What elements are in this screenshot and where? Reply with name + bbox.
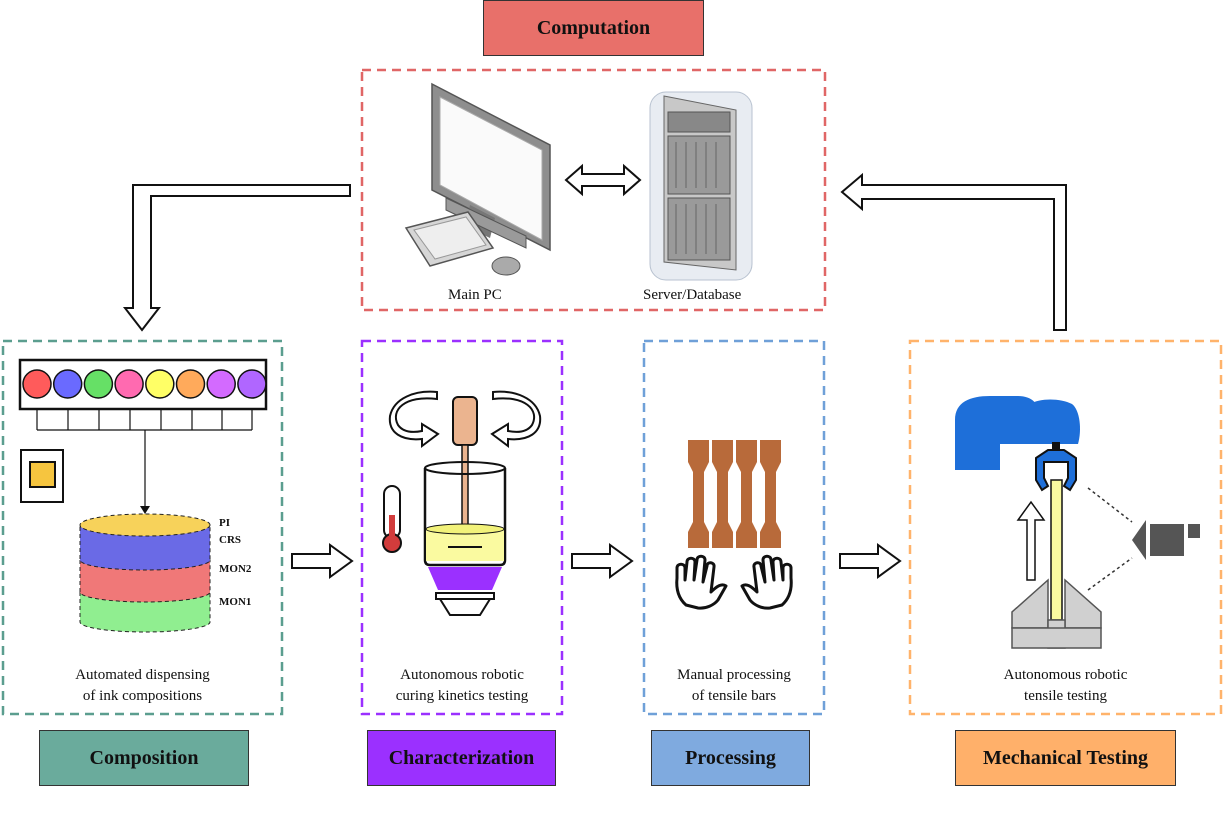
processing-frame	[642, 339, 826, 716]
rotation-arrows-icon	[388, 390, 542, 448]
detector-icon	[435, 592, 495, 616]
layer-label-mon1: MON1	[219, 596, 252, 608]
pull-arrow-icon	[1016, 500, 1046, 581]
processing-caption-line1: Manual processing	[677, 667, 791, 683]
mechanical-caption-line2: tensile testing	[1024, 688, 1107, 704]
stirrer-motor	[452, 396, 478, 446]
beaker-icon	[423, 461, 507, 567]
ink-dot	[237, 369, 267, 399]
uv-light-icon	[428, 567, 502, 590]
ink-dot	[114, 369, 144, 399]
flow-arrow-processing-to-mechanical	[839, 543, 902, 579]
dispense-control-square	[29, 461, 56, 488]
computation-frame	[360, 68, 827, 312]
computation-label: Computation	[483, 0, 704, 56]
mechanical-caption: Autonomous robotic tensile testing	[950, 665, 1181, 707]
computer-icon	[404, 82, 551, 276]
mechanical-testing-label: Mechanical Testing	[955, 730, 1176, 786]
mechanical-caption-line1: Autonomous robotic	[1003, 667, 1128, 683]
processing-caption: Manual processing of tensile bars	[644, 665, 824, 707]
server-database-label: Server/Database	[643, 287, 742, 303]
composition-caption-line1: Automated dispensing	[75, 667, 210, 683]
flow-arrow-characterization-to-processing	[571, 543, 634, 579]
hand-icon-left	[675, 554, 728, 610]
robot-arm-icon	[955, 396, 1080, 492]
layer-label-crs: CRS	[219, 534, 242, 546]
composition-caption-line2: of ink compositions	[82, 688, 203, 704]
layered-cylinder	[79, 513, 211, 633]
characterization-label: Characterization	[367, 730, 556, 786]
processing-caption-line2: of tensile bars	[691, 688, 777, 704]
tensile-specimen	[1050, 479, 1063, 621]
characterization-caption-line1: Autonomous robotic	[400, 667, 524, 683]
ink-dots	[22, 369, 267, 399]
tensile-bars-icon	[688, 440, 781, 548]
ink-dot	[175, 369, 206, 399]
layer-label-mon2: MON2	[219, 563, 252, 575]
flow-arrow-composition-to-characterization	[291, 543, 354, 579]
dispense-arrowhead	[140, 506, 150, 514]
ink-lines	[36, 410, 253, 508]
composition-caption: Automated dispensing of ink compositions	[3, 665, 282, 707]
lower-clamp-icon	[1011, 578, 1102, 649]
flow-arrow-mechanical-to-computation	[840, 172, 1067, 331]
ink-dot	[206, 369, 236, 399]
server-icon	[649, 91, 753, 281]
mechanical-frame	[908, 339, 1223, 716]
flow-arrow-computation-to-composition	[122, 184, 351, 332]
camera-icon	[1087, 487, 1200, 591]
ink-dot	[52, 369, 83, 399]
characterization-caption-line2: curing kinetics testing	[395, 688, 529, 704]
thermometer-icon	[382, 485, 402, 553]
hand-icon-right	[740, 554, 793, 610]
processing-label: Processing	[651, 730, 810, 786]
composition-frame	[1, 339, 284, 716]
ink-dot	[83, 369, 114, 399]
main-pc-label: Main PC	[448, 287, 502, 303]
composition-label: Composition	[39, 730, 249, 786]
double-arrow-icon	[564, 163, 642, 197]
layer-label-pi: PI	[219, 517, 230, 529]
characterization-caption: Autonomous robotic curing kinetics testi…	[362, 665, 562, 707]
ink-dot	[145, 369, 175, 399]
ink-dot	[22, 369, 52, 399]
